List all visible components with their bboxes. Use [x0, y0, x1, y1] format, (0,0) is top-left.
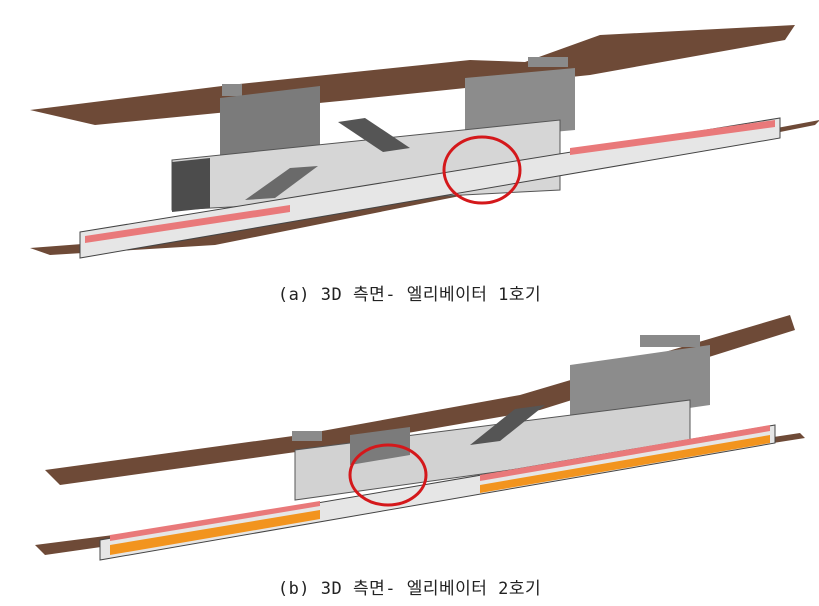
figure-a-station-model	[0, 0, 819, 270]
escalator	[470, 405, 545, 445]
ground-surface	[30, 25, 795, 125]
highlight-elevator-1	[442, 135, 522, 205]
figure-b-station-model	[0, 305, 819, 567]
escalator	[338, 118, 410, 152]
ground-surface	[45, 315, 795, 485]
surface-entrance	[292, 431, 322, 441]
platform-edge-left	[110, 501, 320, 541]
surface-entrance	[222, 84, 242, 96]
highlight-elevator-2	[348, 443, 428, 507]
stair	[245, 166, 318, 200]
platform-tunnel	[79, 117, 781, 259]
vent-shaft-left	[220, 86, 320, 165]
station-3d-side-view-a	[30, 25, 819, 259]
platform-edge-left	[85, 205, 290, 243]
platform-edge-right	[480, 425, 770, 481]
platform-edge-right	[570, 120, 775, 155]
figure-caption-b: (b) 3D 측면- 엘리베이터 2호기	[277, 579, 542, 599]
station-3d-side-view-b	[35, 315, 805, 561]
surface-building	[528, 57, 568, 67]
track-orange-left	[110, 510, 320, 555]
figure-caption-a: (a) 3D 측면- 엘리베이터 1호기	[277, 285, 542, 305]
surface-building	[640, 335, 700, 347]
concourse-block-left	[172, 158, 210, 212]
track-orange-right	[480, 435, 770, 493]
